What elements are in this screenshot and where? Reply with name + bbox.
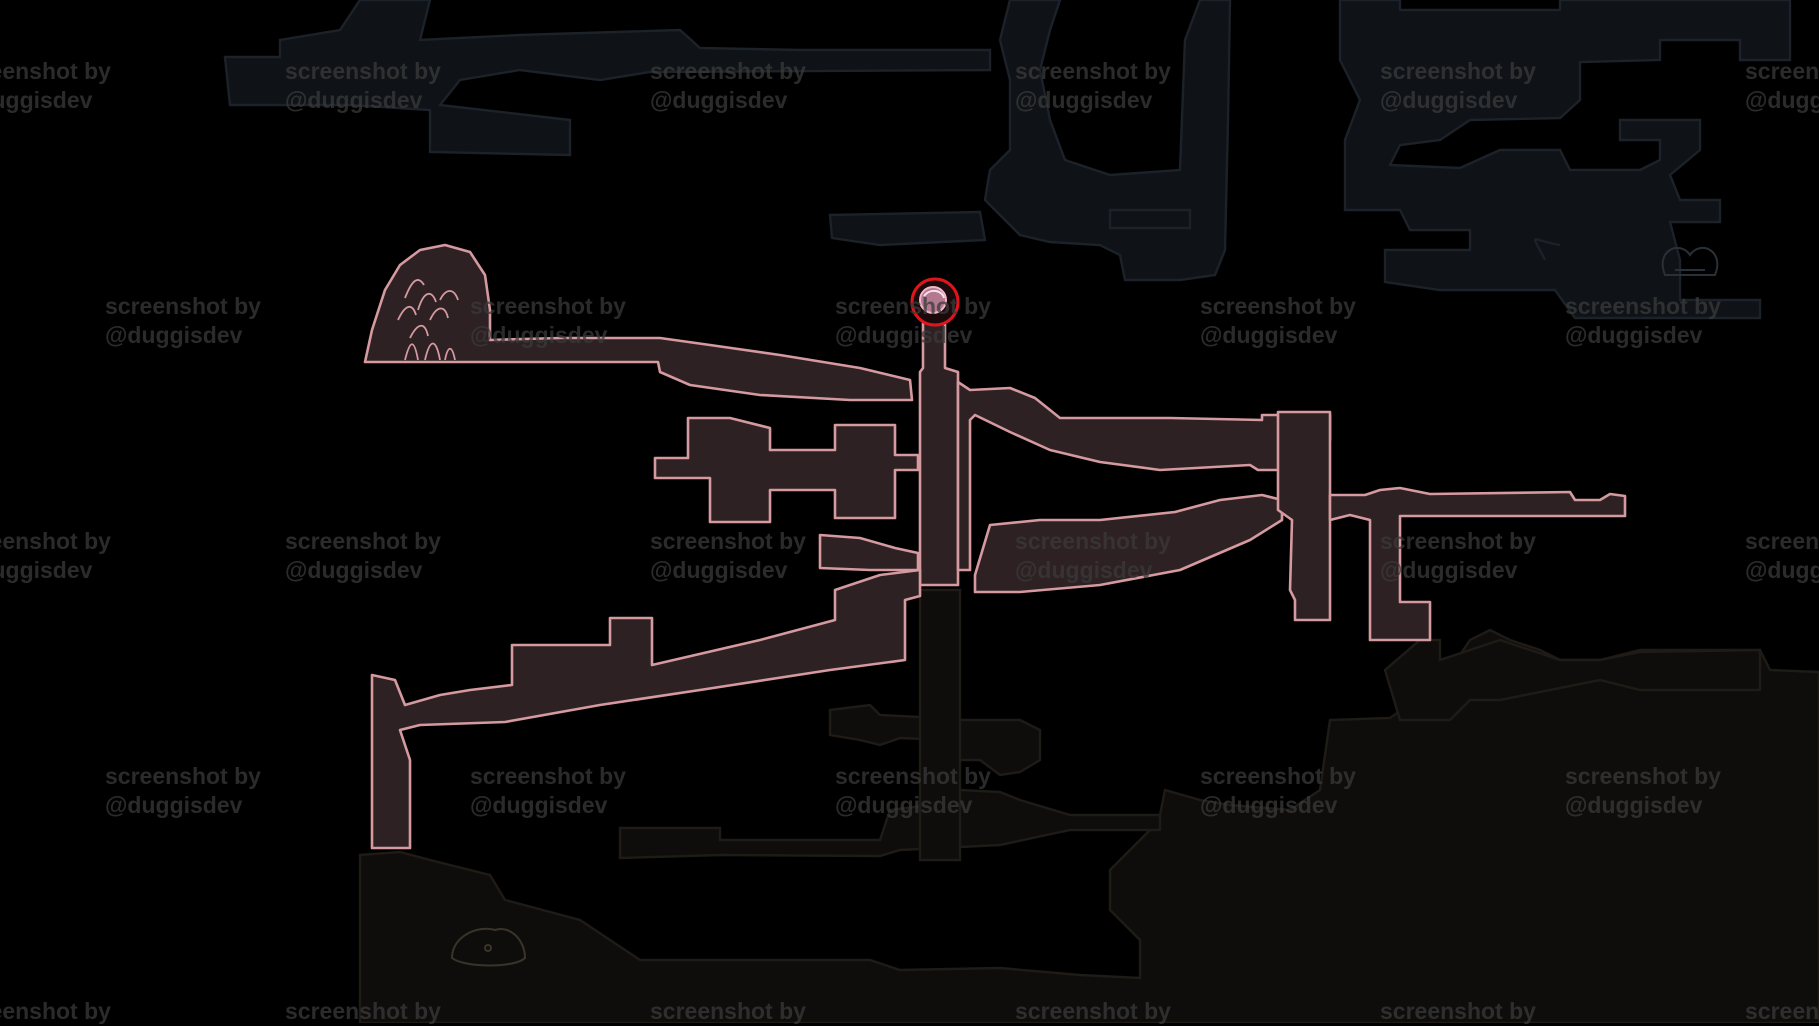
dome-hall-room	[363, 243, 914, 402]
far-east-branch	[1328, 486, 1627, 642]
current-area	[363, 243, 1627, 850]
west-room-cluster	[653, 416, 920, 524]
adjacent-region-north	[223, 0, 1792, 320]
bench-icon	[1661, 246, 1719, 276]
adjacent-region-south	[358, 588, 1819, 1023]
dome-hall-icon	[397, 279, 459, 361]
east-lower-corridor	[973, 493, 1284, 594]
southwest-corridor	[370, 568, 922, 850]
east-pillar-room	[1276, 410, 1332, 622]
central-shaft	[918, 318, 960, 587]
player-location-icon[interactable]	[910, 277, 960, 327]
west-ledge	[818, 533, 920, 572]
flower-pod-icon	[450, 927, 527, 967]
